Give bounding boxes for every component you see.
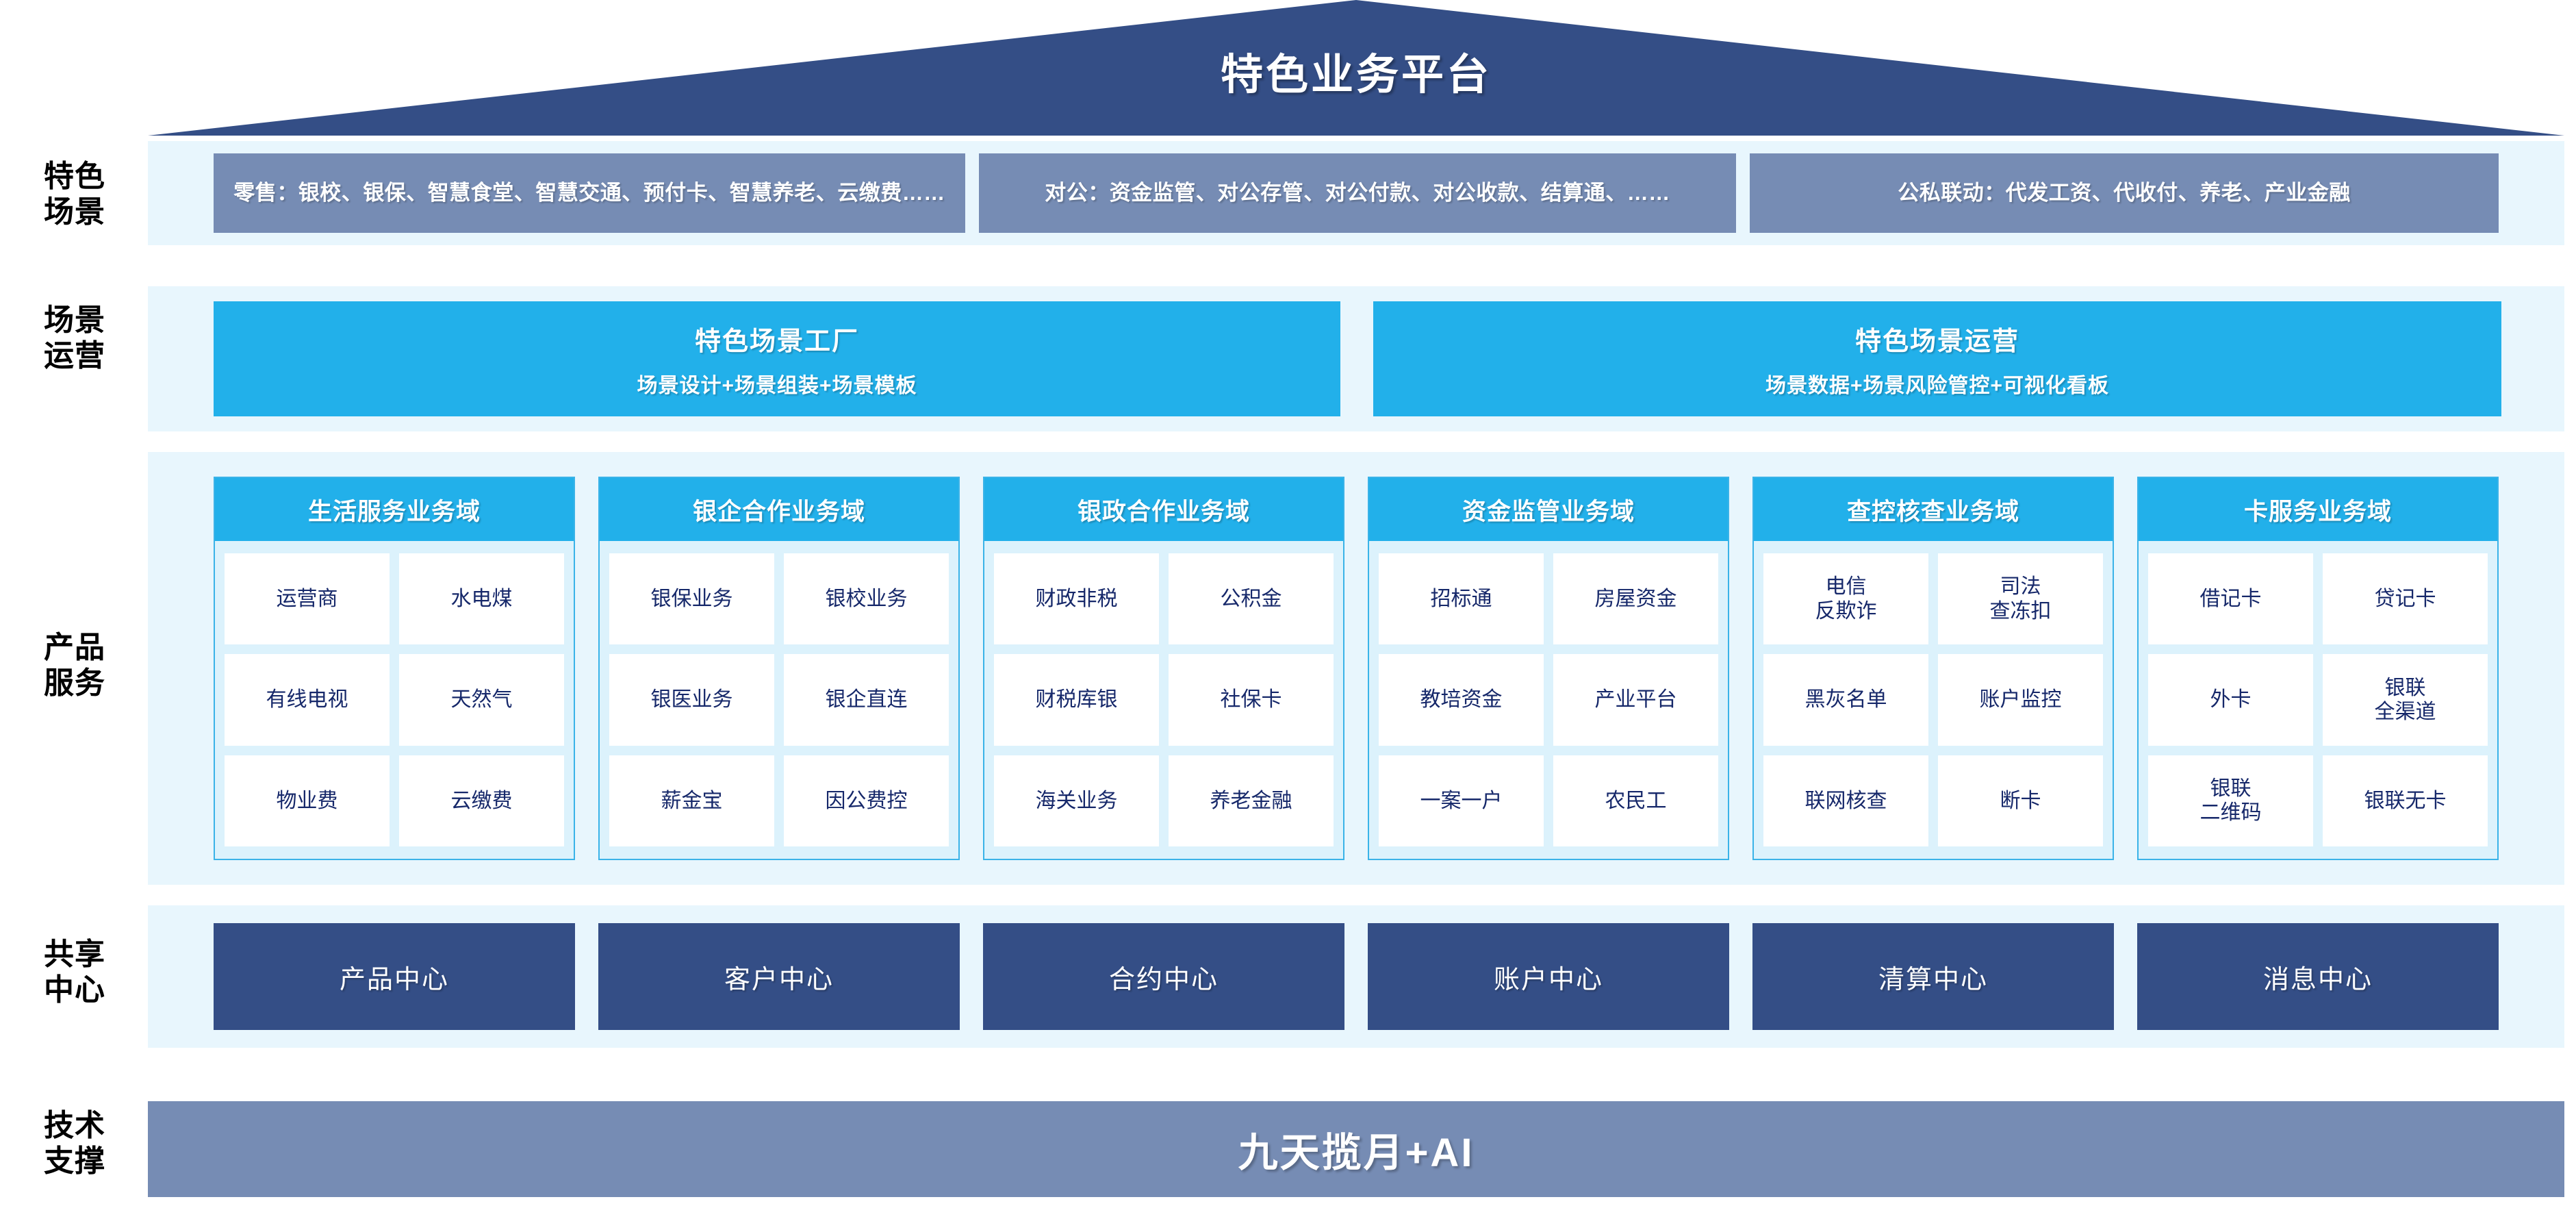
product-domain-title: 银企合作业务域	[600, 478, 958, 541]
product-item-cell[interactable]: 社保卡	[1169, 654, 1334, 746]
product-item-cell[interactable]: 司法 查冻扣	[1938, 553, 2103, 645]
page-title: 特色业务平台	[1220, 51, 1492, 99]
product-item-cell[interactable]: 银企直连	[784, 654, 949, 746]
product-item-cell[interactable]: 银医业务	[609, 654, 774, 746]
product-item-cell[interactable]: 银联 二维码	[2148, 755, 2313, 846]
ops-subtitle: 场景设计+场景组装+场景模板	[637, 374, 917, 397]
row-label-scene: 特色场景	[44, 160, 105, 229]
tech-support-label: 九天揽月+AI	[1238, 1131, 1475, 1175]
product-item-cell[interactable]: 教培资金	[1379, 654, 1544, 746]
product-domain-grid: 电信 反欺诈司法 查冻扣黑灰名单账户监控联网核查断卡	[1754, 541, 2113, 859]
product-domain-title: 生活服务业务域	[215, 478, 574, 541]
product-item-cell[interactable]: 黑灰名单	[1763, 654, 1928, 746]
scene-box-retail[interactable]: 零售：银校、银保、智慧食堂、智慧交通、预付卡、智慧养老、云缴费……	[214, 153, 965, 233]
product-band: 生活服务业务域运营商水电煤有线电视天然气物业费云缴费银企合作业务域银保业务银校业…	[148, 452, 2564, 885]
shared-center-box[interactable]: 账户中心	[1368, 923, 1729, 1030]
product-item-cell[interactable]: 银联无卡	[2323, 755, 2488, 846]
product-item-cell[interactable]: 薪金宝	[609, 755, 774, 846]
shared-center-box[interactable]: 清算中心	[1752, 923, 2114, 1030]
product-item-cell[interactable]: 有线电视	[225, 654, 390, 746]
ops-title: 特色场景工厂	[694, 327, 859, 356]
product-domain-grid: 借记卡贷记卡外卡银联 全渠道银联 二维码银联无卡	[2139, 541, 2497, 859]
row-label-operations: 场景运营	[44, 303, 105, 373]
product-domain-title: 资金监管业务域	[1369, 478, 1728, 541]
product-item-cell[interactable]: 运营商	[225, 553, 390, 645]
shared-center-band: 产品中心客户中心合约中心账户中心清算中心消息中心	[148, 905, 2564, 1048]
product-domain-column[interactable]: 生活服务业务域运营商水电煤有线电视天然气物业费云缴费	[214, 477, 575, 860]
scene-box-linkage[interactable]: 公私联动：代发工资、代收付、养老、产业金融	[1750, 153, 2499, 233]
tech-support-bar[interactable]: 九天揽月+AI	[148, 1101, 2564, 1197]
product-item-cell[interactable]: 断卡	[1938, 755, 2103, 846]
shared-center-box[interactable]: 消息中心	[2137, 923, 2499, 1030]
product-domain-title: 银政合作业务域	[984, 478, 1343, 541]
product-domain-column[interactable]: 查控核查业务域电信 反欺诈司法 查冻扣黑灰名单账户监控联网核查断卡	[1752, 477, 2114, 860]
scene-band: 零售：银校、银保、智慧食堂、智慧交通、预付卡、智慧养老、云缴费…… 对公：资金监…	[148, 141, 2564, 245]
ops-box-scene-operation[interactable]: 特色场景运营 场景数据+场景风险管控+可视化看板	[1373, 301, 2501, 416]
scene-box-corporate[interactable]: 对公：资金监管、对公存管、对公付款、对公收款、结算通、……	[979, 153, 1736, 233]
shared-center-box[interactable]: 客户中心	[598, 923, 960, 1030]
product-item-cell[interactable]: 银校业务	[784, 553, 949, 645]
product-domain-title: 查控核查业务域	[1754, 478, 2113, 541]
product-item-cell[interactable]: 云缴费	[399, 755, 564, 846]
product-item-cell[interactable]: 因公费控	[784, 755, 949, 846]
product-item-cell[interactable]: 借记卡	[2148, 553, 2313, 645]
product-item-cell[interactable]: 水电煤	[399, 553, 564, 645]
product-item-cell[interactable]: 公积金	[1169, 553, 1334, 645]
product-item-cell[interactable]: 一案一户	[1379, 755, 1544, 846]
product-item-cell[interactable]: 农民工	[1553, 755, 1718, 846]
product-item-cell[interactable]: 外卡	[2148, 654, 2313, 746]
product-domain-column[interactable]: 银企合作业务域银保业务银校业务银医业务银企直连薪金宝因公费控	[598, 477, 960, 860]
product-item-cell[interactable]: 账户监控	[1938, 654, 2103, 746]
product-item-cell[interactable]: 招标通	[1379, 553, 1544, 645]
product-item-cell[interactable]: 物业费	[225, 755, 390, 846]
product-domain-column[interactable]: 资金监管业务域招标通房屋资金教培资金产业平台一案一户农民工	[1368, 477, 1729, 860]
product-item-cell[interactable]: 银联 全渠道	[2323, 654, 2488, 746]
row-label-tech: 技术支撑	[44, 1109, 105, 1178]
product-domain-grid: 招标通房屋资金教培资金产业平台一案一户农民工	[1369, 541, 1728, 859]
product-item-cell[interactable]: 财政非税	[994, 553, 1159, 645]
product-item-cell[interactable]: 贷记卡	[2323, 553, 2488, 645]
shared-center-box[interactable]: 产品中心	[214, 923, 575, 1030]
ops-title: 特色场景运营	[1854, 327, 2019, 356]
product-domain-column[interactable]: 卡服务业务域借记卡贷记卡外卡银联 全渠道银联 二维码银联无卡	[2137, 477, 2499, 860]
shared-center-box[interactable]: 合约中心	[983, 923, 1344, 1030]
product-domain-column[interactable]: 银政合作业务域财政非税公积金财税库银社保卡海关业务养老金融	[983, 477, 1344, 860]
row-label-products: 产品服务	[44, 631, 105, 700]
operations-band: 特色场景工厂 场景设计+场景组装+场景模板 特色场景运营 场景数据+场景风险管控…	[148, 286, 2564, 431]
product-domain-grid: 银保业务银校业务银医业务银企直连薪金宝因公费控	[600, 541, 958, 859]
row-label-shared: 共享中心	[44, 938, 105, 1007]
product-domain-title: 卡服务业务域	[2139, 478, 2497, 541]
product-item-cell[interactable]: 产业平台	[1553, 654, 1718, 746]
ops-box-scene-factory[interactable]: 特色场景工厂 场景设计+场景组装+场景模板	[214, 301, 1340, 416]
platform-roof: 特色业务平台	[148, 0, 2564, 136]
product-domain-grid: 财政非税公积金财税库银社保卡海关业务养老金融	[984, 541, 1343, 859]
product-item-cell[interactable]: 海关业务	[994, 755, 1159, 846]
product-item-cell[interactable]: 养老金融	[1169, 755, 1334, 846]
product-item-cell[interactable]: 联网核查	[1763, 755, 1928, 846]
product-item-cell[interactable]: 房屋资金	[1553, 553, 1718, 645]
ops-subtitle: 场景数据+场景风险管控+可视化看板	[1765, 374, 2110, 397]
product-item-cell[interactable]: 天然气	[399, 654, 564, 746]
product-item-cell[interactable]: 电信 反欺诈	[1763, 553, 1928, 645]
product-item-cell[interactable]: 财税库银	[994, 654, 1159, 746]
product-domain-grid: 运营商水电煤有线电视天然气物业费云缴费	[215, 541, 574, 859]
product-item-cell[interactable]: 银保业务	[609, 553, 774, 645]
